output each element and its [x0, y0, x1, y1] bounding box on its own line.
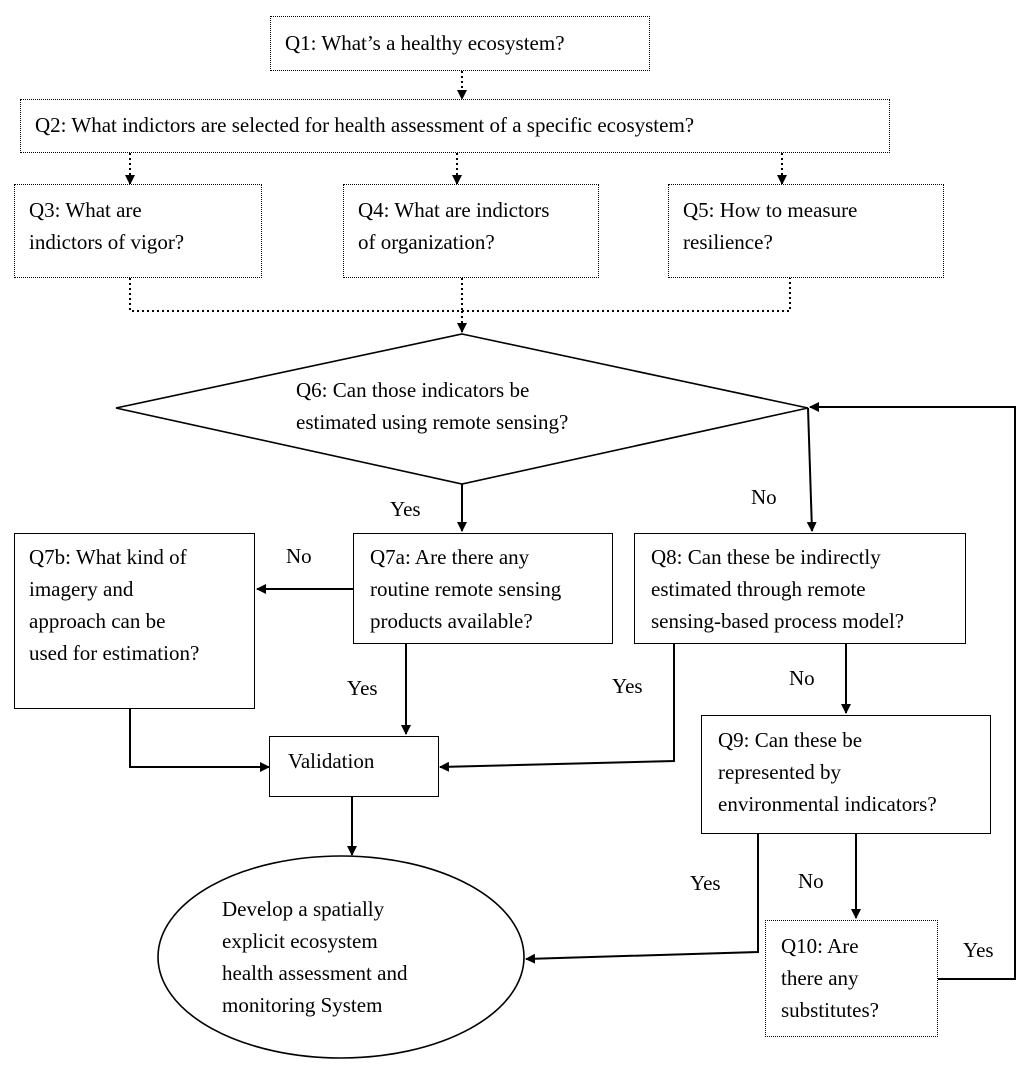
- develop-system-oval: [157, 855, 525, 1059]
- q7a-box: Q7a: Are there any routine remote sensin…: [353, 533, 613, 644]
- label-q7a-no: No: [286, 544, 312, 568]
- q3-text: Q3: What are indictors of vigor?: [29, 198, 185, 254]
- edge-q9-develop: [525, 834, 759, 964]
- q9-box: Q9: Can these be represented by environm…: [701, 715, 991, 834]
- q7b-box: Q7b: What kind of imagery and approach c…: [14, 533, 255, 709]
- validation-box: Validation: [269, 736, 439, 797]
- q4-text: Q4: What are indictors of organization?: [358, 198, 550, 254]
- edge-q6-q8: [806, 407, 817, 532]
- label-q8-yes: Yes: [612, 674, 643, 698]
- q8-text: Q8: Can these be indirectly estimated th…: [651, 545, 905, 633]
- q5-text: Q5: How to measure resilience?: [683, 198, 858, 254]
- q2-text: Q2: What indictors are selected for heal…: [35, 113, 695, 137]
- q2-box: Q2: What indictors are selected for heal…: [20, 99, 890, 153]
- label-q8-no: No: [789, 666, 815, 690]
- label-q9-yes: Yes: [690, 871, 721, 895]
- q1-box: Q1: What’s a healthy ecosystem?: [270, 16, 650, 71]
- q3-box: Q3: What are indictors of vigor?: [14, 184, 262, 278]
- validation-text: Validation: [288, 749, 375, 773]
- q1-text: Q1: What’s a healthy ecosystem?: [285, 31, 565, 55]
- q9-text: Q9: Can these be represented by environm…: [718, 728, 937, 816]
- q10-box: Q10: Are there any substitutes?: [765, 920, 938, 1037]
- q8-box: Q8: Can these be indirectly estimated th…: [634, 533, 966, 644]
- label-q6-no: No: [751, 485, 777, 509]
- q6-text: Q6: Can those indicators be estimated us…: [296, 378, 569, 434]
- label-q10-yes: Yes: [963, 938, 994, 962]
- q10-text: Q10: Are there any substitutes?: [781, 934, 879, 1022]
- edge-q8-validation: [439, 644, 675, 772]
- edge-q10-q6-loop: [809, 402, 1016, 980]
- q7b-text: Q7b: What kind of imagery and approach c…: [29, 545, 200, 665]
- edge-q7b-validation: [129, 709, 270, 772]
- q4-box: Q4: What are indictors of organization?: [343, 184, 599, 278]
- label-q7a-yes: Yes: [347, 676, 378, 700]
- develop-text: Develop a spatially explicit ecosystem h…: [222, 897, 408, 1017]
- q7a-text: Q7a: Are there any routine remote sensin…: [370, 545, 562, 633]
- edge-q3-merge: [129, 278, 791, 312]
- label-q9-no: No: [798, 869, 824, 893]
- q5-box: Q5: How to measure resilience?: [668, 184, 944, 278]
- label-q6-yes: Yes: [390, 497, 421, 521]
